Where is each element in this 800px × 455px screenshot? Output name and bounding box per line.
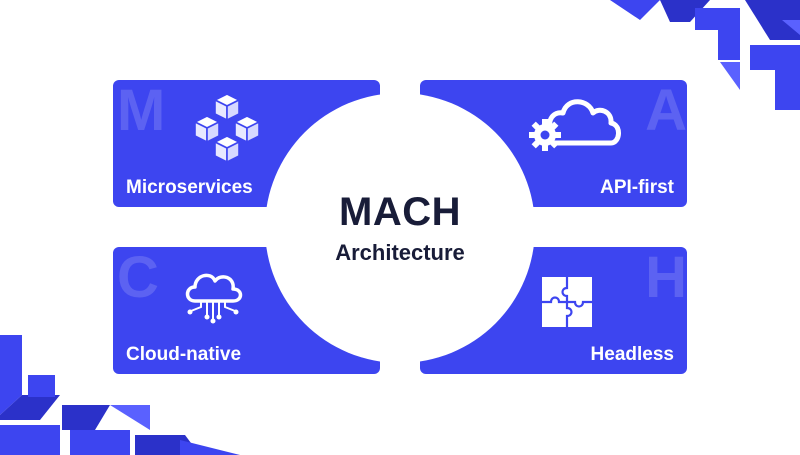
puzzle-icon (542, 277, 592, 327)
corner-decoration-bottom-left (0, 335, 240, 455)
card-label: API-first (600, 177, 674, 198)
cubes-icon (194, 93, 260, 163)
card-label: Headless (590, 344, 674, 365)
card-letter: A (645, 80, 687, 143)
card-letter: M (117, 80, 166, 143)
card-label: Microservices (126, 177, 253, 198)
cloud-network-icon (185, 273, 243, 324)
card-label: Cloud-native (126, 344, 242, 365)
center-title: MACH (339, 190, 461, 234)
card-letter: C (117, 247, 159, 310)
cloud-gear-icon (529, 99, 621, 151)
center-circle (265, 93, 535, 363)
corner-decoration-top-right (610, 0, 800, 110)
card-letter: H (645, 247, 687, 310)
center-subtitle: Architecture (335, 240, 465, 265)
